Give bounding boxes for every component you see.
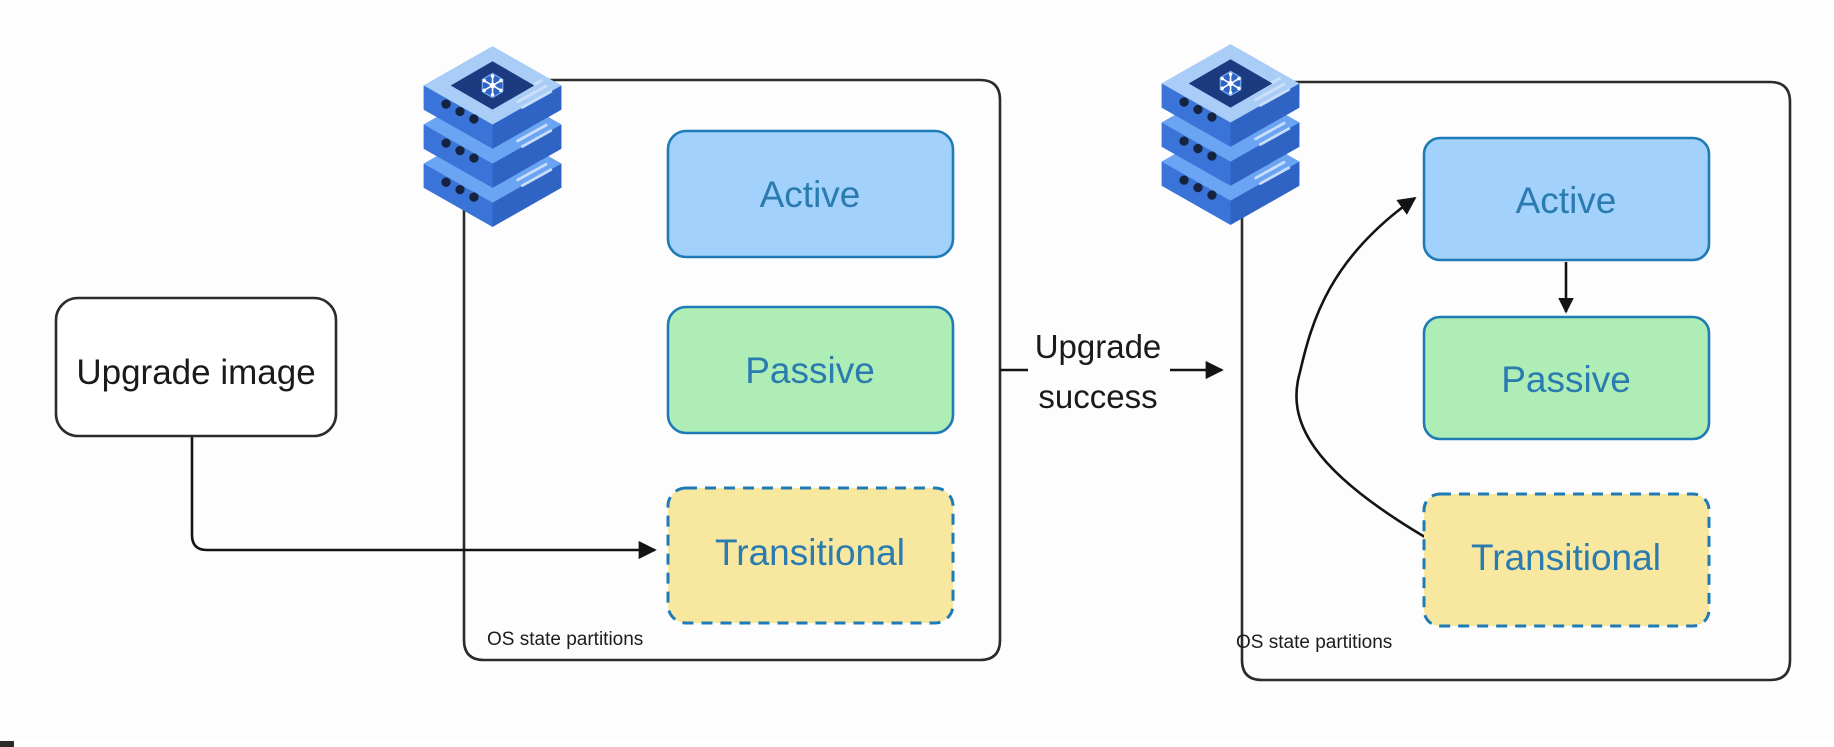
state-active-before[interactable]: Active <box>666 129 955 259</box>
kubernetes-server-stack-icon-after <box>1160 43 1301 226</box>
edge-upgrade-success: Upgrade success <box>1000 328 1224 415</box>
state-passive-after-box[interactable] <box>1422 315 1711 441</box>
state-active-before-label: Active <box>760 174 861 215</box>
state-passive-before-label: Passive <box>745 350 875 391</box>
edge-transitional-to-active <box>1295 196 1431 542</box>
state-passive-before-box[interactable] <box>666 305 955 435</box>
kubernetes-server-stack-icon-before <box>422 45 563 228</box>
edge-upgrade-image-to-transitional <box>190 436 657 560</box>
state-transitional-after[interactable]: Transitional <box>1422 492 1711 628</box>
corner-tick <box>0 741 14 747</box>
panel-before-caption: OS state partitions <box>487 629 643 650</box>
state-transitional-before[interactable]: Transitional <box>666 486 955 625</box>
node-upgrade-image[interactable]: Upgrade image <box>54 296 338 438</box>
state-transitional-after-label: Transitional <box>1471 537 1661 578</box>
state-active-after-box[interactable] <box>1422 136 1711 262</box>
edge-upgrade-arrow <box>190 436 657 560</box>
bottom-strip <box>0 741 1834 747</box>
state-passive-after-label: Passive <box>1501 359 1631 400</box>
state-active-before-box[interactable] <box>666 129 955 259</box>
state-transitional-after-box[interactable] <box>1422 492 1711 628</box>
state-active-after[interactable]: Active <box>1422 136 1711 262</box>
node-upgrade-image-box[interactable] <box>54 296 338 438</box>
panel-after-caption: OS state partitions <box>1236 632 1392 653</box>
node-upgrade-image-label: Upgrade image <box>76 353 315 392</box>
state-transitional-before-box[interactable] <box>666 486 955 625</box>
state-active-after-label: Active <box>1516 180 1617 221</box>
state-passive-after[interactable]: Passive <box>1422 315 1711 441</box>
transition-label-line2: success <box>1038 378 1157 415</box>
transition-label-line1: Upgrade <box>1035 328 1162 365</box>
state-passive-before[interactable]: Passive <box>666 305 955 435</box>
state-transitional-before-label: Transitional <box>715 532 905 573</box>
edge-transitional-active-arrow <box>1295 196 1431 542</box>
